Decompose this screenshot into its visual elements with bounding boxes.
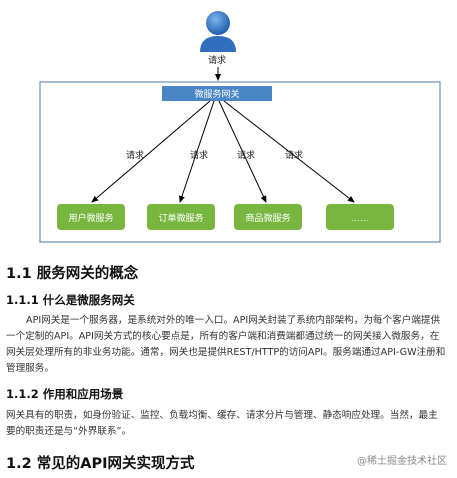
service-label-order: 订单微服务 <box>158 212 203 224</box>
service-box-user <box>57 204 125 230</box>
watermark: @稀土掘金技术社区 <box>357 456 447 467</box>
service-label-other: ...... <box>351 214 368 224</box>
gateway-box <box>162 86 272 101</box>
branch-label-product: 请求 <box>237 149 255 161</box>
paragraph-line: 要的职责还是与“外界联系”。 <box>6 426 132 437</box>
service-box-order <box>147 204 215 230</box>
request-label: 请求 <box>208 54 226 66</box>
section-1-1-1-paragraph: API网关是一个服务器，是系统对外的唯一入口。API网关封装了系统内部架构，为每… <box>6 313 452 377</box>
paragraph-line: 一个定制的API。API网关方式的核心要点是，所有的客户端和消费端都通过统一的网… <box>6 331 440 342</box>
service-box-product <box>234 204 302 230</box>
paragraph-line: 网关具有的职责，如身份验证、监控、负载均衡、缓存、请求分片与管理、静态响应处理。… <box>6 410 438 421</box>
paragraph-line: 网关层处理所有的非业务功能。通常，网关也是提供REST/HTTP的访问API。服… <box>6 347 446 358</box>
section-1-2-heading: 1.2 常见的API网关实现方式 <box>6 456 195 472</box>
branch-arrow-order <box>179 100 215 203</box>
service-label-user: 用户微服务 <box>68 212 113 224</box>
branch-arrow-other <box>223 100 355 203</box>
gateway-label: 微服务网关 <box>194 88 239 100</box>
paragraph-line: 管理服务。 <box>6 363 54 374</box>
user-icon <box>200 11 236 52</box>
branch-label-order: 请求 <box>190 149 208 161</box>
branch-arrow-user <box>91 100 211 203</box>
section-1-1-1-heading: 1.1.1 什么是微服务网关 <box>6 293 135 307</box>
branch-label-other: 请求 <box>285 149 303 161</box>
service-label-product: 商品微服务 <box>245 212 290 224</box>
gateway-architecture-diagram: 请求 微服务网关 请求 请求 请求 请求 用户微服务 订单微服务 商品微服务 .… <box>39 11 441 243</box>
section-1-1-2-heading: 1.1.2 作用和应用场景 <box>6 387 124 401</box>
paragraph-line: API网关是一个服务器，是系统对外的唯一入口。API网关封装了系统内部架构，为每… <box>26 315 441 326</box>
service-box-other <box>326 204 394 230</box>
branch-label-user: 请求 <box>126 149 144 161</box>
branch-arrow-product <box>218 100 267 203</box>
section-1-1-2-paragraph: 网关具有的职责，如身份验证、监控、负载均衡、缓存、请求分片与管理、静态响应处理。… <box>6 408 452 440</box>
section-1-1-heading: 1.1 服务网关的概念 <box>6 266 139 282</box>
